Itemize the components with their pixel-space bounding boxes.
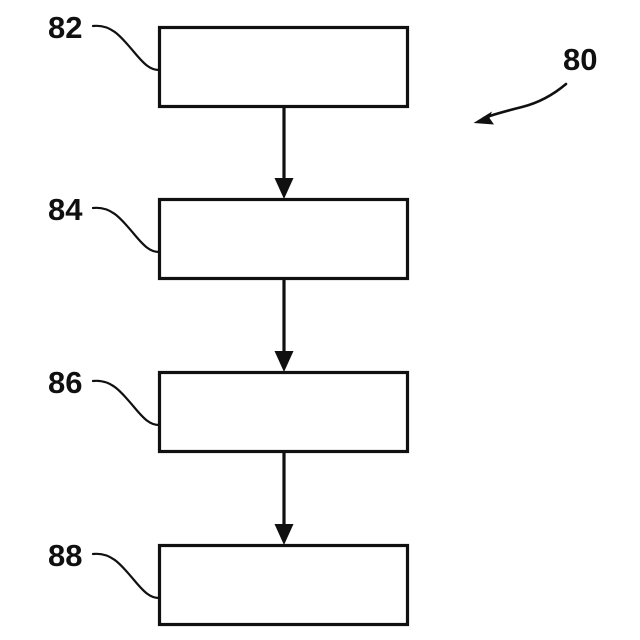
connector-arrowhead-2 [274,351,294,372]
ref-numeral-88: 88 [48,538,82,573]
lead-line-86 [91,379,161,427]
process-box-86[interactable] [157,370,410,454]
figure-arrowhead [473,111,494,125]
process-step-1[interactable] [157,25,410,109]
process-box-88[interactable] [157,543,410,627]
figure-numeral-pointer [473,82,568,125]
process-step-2[interactable] [157,197,410,281]
lead-line-88 [91,552,161,600]
ref-numeral-86: 86 [48,365,82,400]
process-box-84[interactable] [157,197,410,281]
figure-numeral-80: 80 [563,42,597,77]
process-box-82[interactable] [157,25,410,109]
ref-numeral-84: 84 [48,192,83,227]
lead-line-82 [91,24,161,72]
ref-numeral-82: 82 [48,10,82,45]
lead-line-84 [91,206,161,254]
connector-arrowhead-1 [274,178,294,199]
flow-connector-84-86 [274,278,294,372]
connector-arrowhead-3 [274,524,294,545]
process-step-3[interactable] [157,370,410,454]
flow-connector-82-84 [274,106,294,199]
figure-lead-line [482,82,568,120]
process-step-4[interactable] [157,543,410,627]
flow-connector-86-88 [274,451,294,545]
